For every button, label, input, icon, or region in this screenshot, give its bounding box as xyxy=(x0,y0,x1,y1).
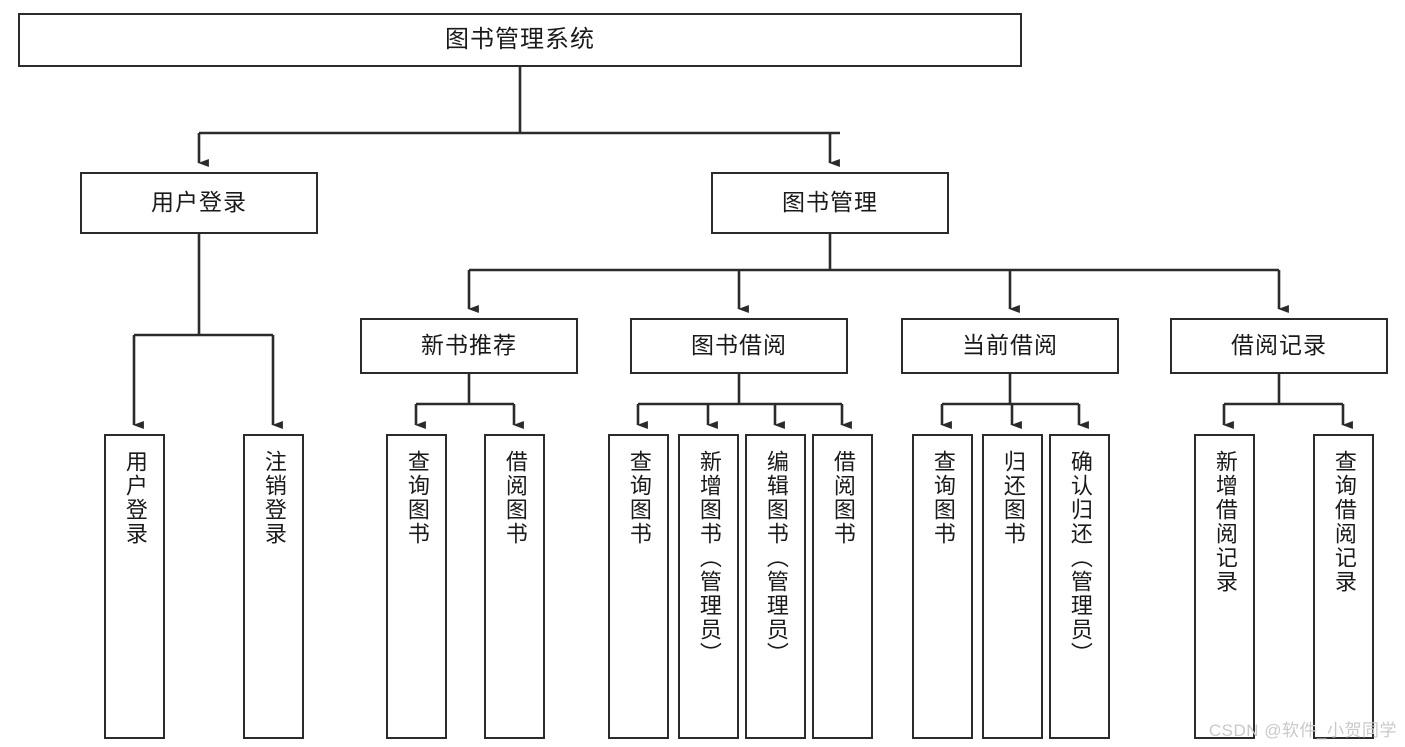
node-leaf-query-book-1-label: 查询图书 xyxy=(404,450,430,546)
node-book-manage-label: 图书管理 xyxy=(782,189,878,216)
node-leaf-user-login-label: 用户登录 xyxy=(122,450,148,546)
node-current-borrow-label: 当前借阅 xyxy=(962,332,1058,359)
node-root[interactable]: 图书管理系统 xyxy=(18,13,1022,67)
node-leaf-add-record-label: 新增借阅记录 xyxy=(1212,450,1238,594)
node-leaf-query-book-2[interactable]: 查询图书 xyxy=(608,434,669,739)
node-leaf-borrow-book-2[interactable]: 借阅图书 xyxy=(812,434,873,739)
node-leaf-query-record-label: 查询借阅记录 xyxy=(1331,450,1357,594)
node-borrow-record-label: 借阅记录 xyxy=(1231,332,1327,359)
node-leaf-confirm-return[interactable]: 确认归还（管理员） xyxy=(1049,434,1110,739)
node-new-book-recommend-label: 新书推荐 xyxy=(421,332,517,359)
node-leaf-query-book-2-label: 查询图书 xyxy=(626,450,652,546)
node-leaf-borrow-book-1[interactable]: 借阅图书 xyxy=(484,434,545,739)
node-book-borrow-label: 图书借阅 xyxy=(691,332,787,359)
node-leaf-query-book-3[interactable]: 查询图书 xyxy=(912,434,973,739)
node-leaf-user-login[interactable]: 用户登录 xyxy=(104,434,165,739)
node-new-book-recommend[interactable]: 新书推荐 xyxy=(360,318,578,374)
node-root-label: 图书管理系统 xyxy=(445,25,595,53)
node-leaf-add-book[interactable]: 新增图书（管理员） xyxy=(678,434,739,739)
node-leaf-borrow-book-2-label: 借阅图书 xyxy=(830,450,856,546)
node-leaf-user-logout[interactable]: 注销登录 xyxy=(243,434,304,739)
node-leaf-query-record[interactable]: 查询借阅记录 xyxy=(1313,434,1374,739)
node-current-borrow[interactable]: 当前借阅 xyxy=(901,318,1119,374)
watermark: CSDN @软件_小贺同学 xyxy=(1208,721,1397,740)
node-leaf-query-book-1[interactable]: 查询图书 xyxy=(386,434,447,739)
node-leaf-return-book-label: 归还图书 xyxy=(1000,450,1026,546)
node-leaf-edit-book[interactable]: 编辑图书（管理员） xyxy=(745,434,806,739)
node-book-manage[interactable]: 图书管理 xyxy=(711,172,949,234)
node-user-login[interactable]: 用户登录 xyxy=(80,172,318,234)
node-user-login-label: 用户登录 xyxy=(151,189,247,216)
node-borrow-record[interactable]: 借阅记录 xyxy=(1170,318,1388,374)
node-leaf-user-logout-label: 注销登录 xyxy=(261,450,287,546)
node-leaf-return-book[interactable]: 归还图书 xyxy=(982,434,1043,739)
node-leaf-query-book-3-label: 查询图书 xyxy=(930,450,956,546)
node-leaf-borrow-book-1-label: 借阅图书 xyxy=(502,450,528,546)
node-leaf-add-book-label: 新增图书（管理员） xyxy=(696,450,722,666)
node-book-borrow[interactable]: 图书借阅 xyxy=(630,318,848,374)
node-leaf-confirm-return-label: 确认归还（管理员） xyxy=(1067,450,1093,666)
node-leaf-add-record[interactable]: 新增借阅记录 xyxy=(1194,434,1255,739)
node-leaf-edit-book-label: 编辑图书（管理员） xyxy=(763,450,789,666)
